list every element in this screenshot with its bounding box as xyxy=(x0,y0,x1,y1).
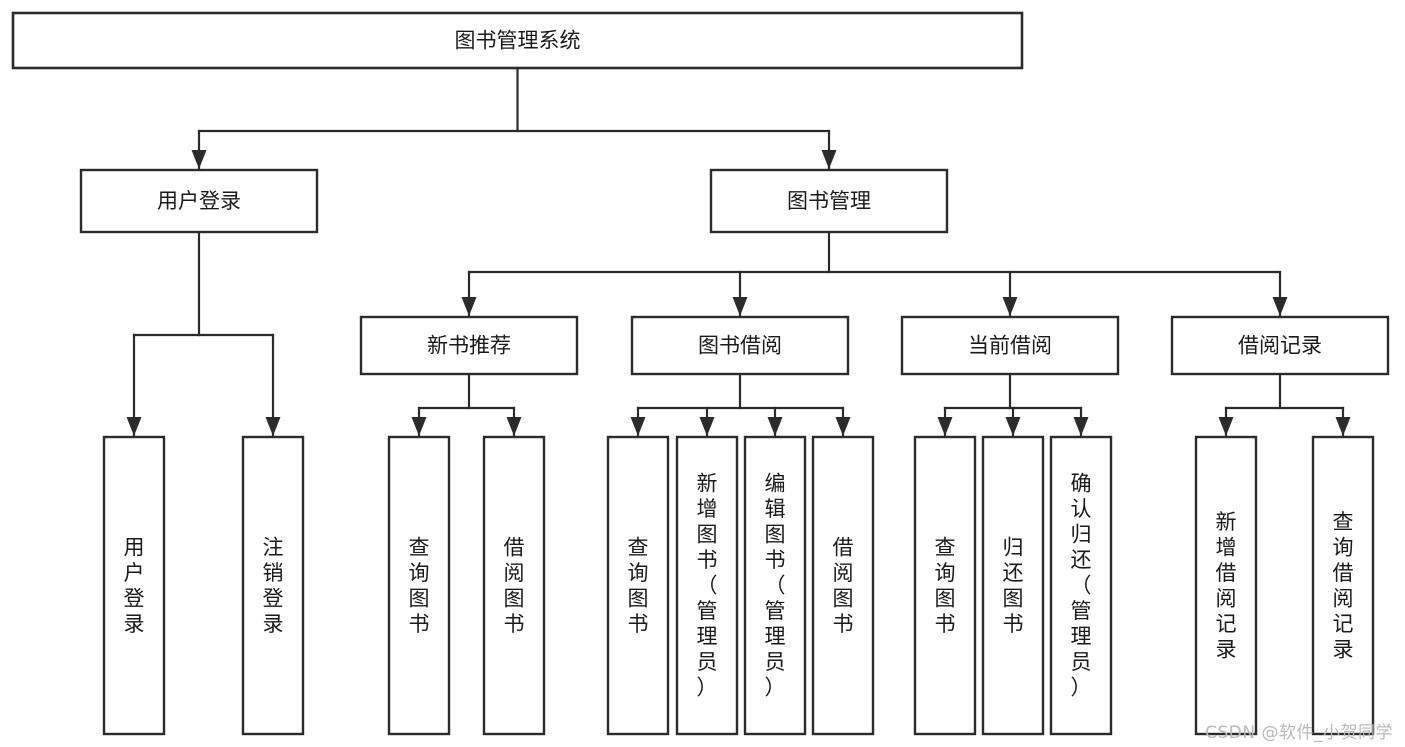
node-box xyxy=(1194,435,1258,736)
node-box xyxy=(387,435,451,736)
node-label: 当前借阅 xyxy=(968,334,1052,358)
node-label: 借阅图书 xyxy=(833,535,854,636)
node-user-login-login[interactable]: 用户登录 xyxy=(102,435,166,736)
arrow-head-icon xyxy=(732,297,748,316)
node-root[interactable]: 图书管理系统 xyxy=(11,11,1024,70)
node-current-query-book[interactable]: 查询图书 xyxy=(913,435,977,736)
node-box xyxy=(482,435,546,736)
node-box xyxy=(900,315,1120,376)
arrow-head-icon xyxy=(191,150,207,169)
node-box xyxy=(709,168,949,234)
arrow-head-icon xyxy=(1002,297,1018,316)
node-box xyxy=(675,435,739,736)
node-label: 查询图书 xyxy=(935,535,956,636)
arrow-head-icon xyxy=(937,417,953,436)
arrow-head-icon xyxy=(821,150,837,169)
node-box xyxy=(1049,435,1113,736)
node-book-borrow[interactable]: 图书借阅 xyxy=(630,315,850,376)
arrow-head-icon xyxy=(1218,417,1234,436)
node-user-login[interactable]: 用户登录 xyxy=(79,168,319,234)
node-recommend-borrow-book[interactable]: 借阅图书 xyxy=(482,435,546,736)
node-label: 归还图书 xyxy=(1003,535,1024,636)
node-record-add[interactable]: 新增借阅记录 xyxy=(1194,435,1258,736)
arrow-head-icon xyxy=(835,417,851,436)
node-borrow-query-book[interactable]: 查询图书 xyxy=(606,435,670,736)
node-borrow-add-book-admin[interactable]: 新增图书（管理员） xyxy=(675,435,739,736)
arrow-head-icon xyxy=(1272,297,1288,316)
node-box xyxy=(1170,315,1390,376)
node-record-query[interactable]: 查询借阅记录 xyxy=(1311,435,1375,736)
nodes-layer: 图书管理系统用户登录图书管理用户登录注销登录新书推荐查询图书借阅图书图书借阅查询… xyxy=(11,11,1390,736)
node-new-book-recommend[interactable]: 新书推荐 xyxy=(359,315,579,376)
node-current-return-book[interactable]: 归还图书 xyxy=(981,435,1045,736)
arrow-head-icon xyxy=(1073,417,1089,436)
node-borrow-edit-book-admin[interactable]: 编辑图书（管理员） xyxy=(743,435,807,736)
node-box xyxy=(359,315,579,376)
node-box xyxy=(102,435,166,736)
node-label: 图书管理 xyxy=(787,189,871,213)
arrow-head-icon xyxy=(461,297,477,316)
node-box xyxy=(913,435,977,736)
arrow-head-icon xyxy=(265,417,281,436)
node-label: 编辑图书（管理员） xyxy=(765,472,786,700)
arrow-head-icon xyxy=(1335,417,1351,436)
node-label: 图书借阅 xyxy=(698,334,782,358)
arrow-head-icon xyxy=(411,417,427,436)
arrow-head-icon xyxy=(506,417,522,436)
node-box xyxy=(743,435,807,736)
node-box xyxy=(11,11,1024,70)
node-box xyxy=(241,435,305,736)
node-borrow-record[interactable]: 借阅记录 xyxy=(1170,315,1390,376)
node-box xyxy=(630,315,850,376)
node-box xyxy=(811,435,875,736)
node-label: 查询图书 xyxy=(409,535,430,636)
node-label: 新增借阅记录 xyxy=(1216,510,1237,662)
node-label: 查询借阅记录 xyxy=(1333,510,1354,662)
node-label: 借阅图书 xyxy=(504,535,525,636)
node-box xyxy=(606,435,670,736)
arrow-head-icon xyxy=(630,417,646,436)
connectors-layer xyxy=(126,66,1351,438)
node-box xyxy=(981,435,1045,736)
node-label: 注销登录 xyxy=(263,535,284,636)
node-label: 借阅记录 xyxy=(1238,334,1322,358)
node-book-manage[interactable]: 图书管理 xyxy=(709,168,949,234)
arrow-head-icon xyxy=(767,417,783,436)
node-label: 查询图书 xyxy=(628,535,649,636)
node-label: 新书推荐 xyxy=(427,334,511,358)
node-borrow-borrow-book[interactable]: 借阅图书 xyxy=(811,435,875,736)
node-current-confirm-return-admin[interactable]: 确认归还（管理员） xyxy=(1049,435,1113,736)
arrow-head-icon xyxy=(1005,417,1021,436)
node-recommend-query-book[interactable]: 查询图书 xyxy=(387,435,451,736)
node-label: 用户登录 xyxy=(124,535,145,636)
arrow-head-icon xyxy=(126,417,142,436)
arrow-head-icon xyxy=(699,417,715,436)
node-label: 图书管理系统 xyxy=(455,29,581,53)
node-box xyxy=(1311,435,1375,736)
node-current-borrow[interactable]: 当前借阅 xyxy=(900,315,1120,376)
node-box xyxy=(79,168,319,234)
node-label: 确认归还（管理员） xyxy=(1071,472,1092,700)
node-label: 新增图书（管理员） xyxy=(697,472,718,700)
node-user-login-logout[interactable]: 注销登录 xyxy=(241,435,305,736)
node-label: 用户登录 xyxy=(157,189,241,213)
